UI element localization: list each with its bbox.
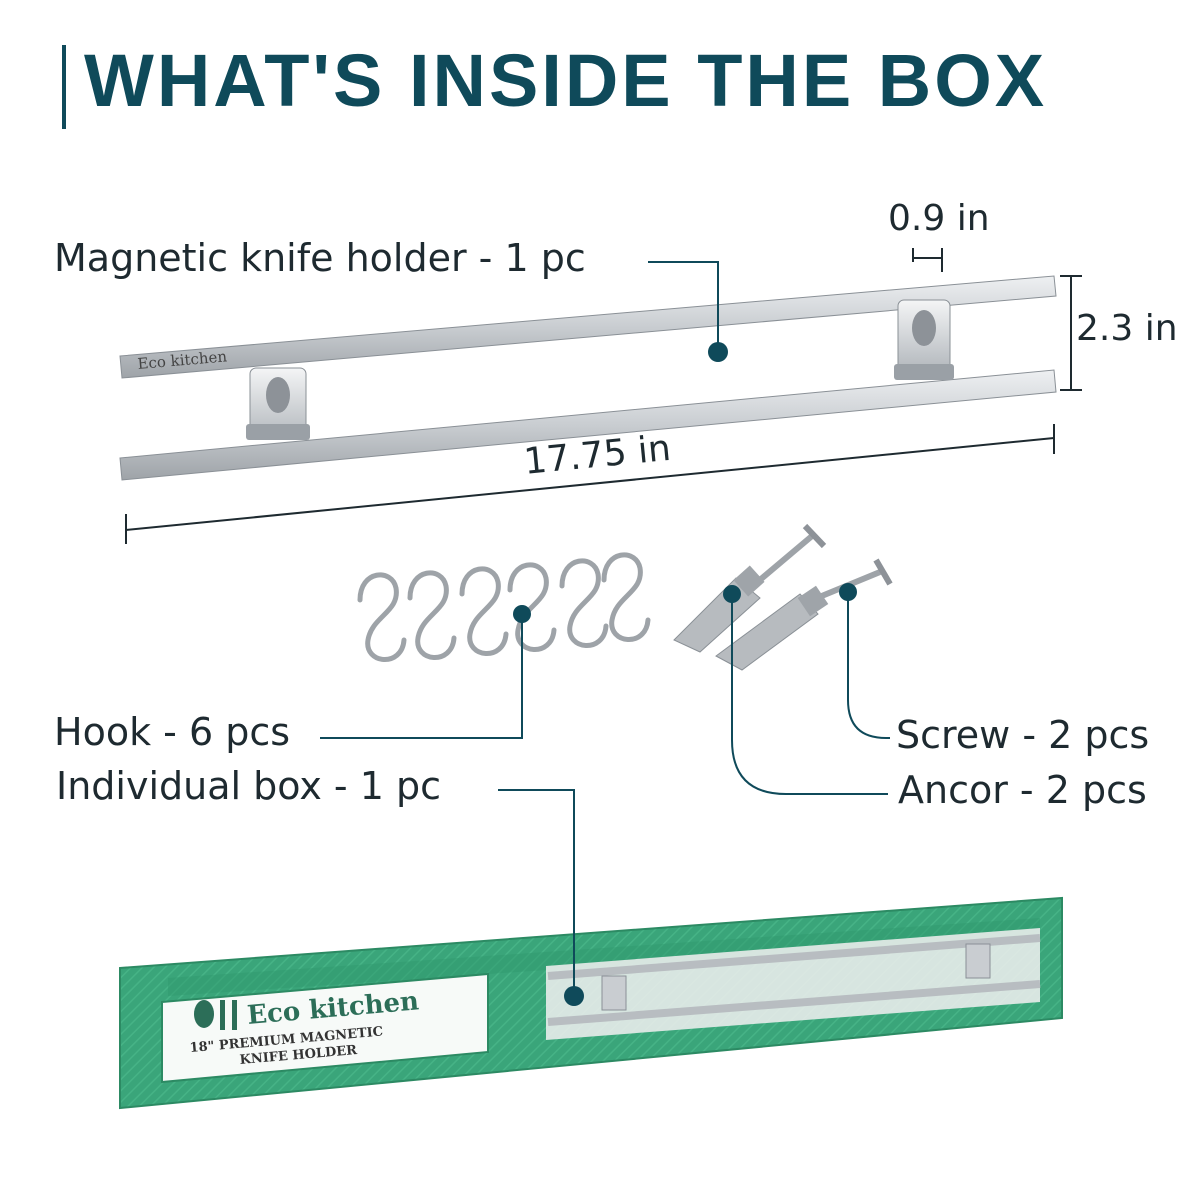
dimension-height-marker bbox=[1060, 275, 1082, 391]
page-title: WHAT'S INSIDE THE BOX bbox=[84, 39, 1048, 122]
label-anchor: Ancor - 2 pcs bbox=[898, 768, 1147, 812]
callout-screw bbox=[839, 583, 890, 739]
callout-hook bbox=[320, 605, 531, 739]
label-depth: 0.9 in bbox=[888, 198, 990, 239]
screw-anchor-set-2 bbox=[715, 558, 893, 671]
mount-bracket-left bbox=[246, 367, 310, 440]
label-screw: Screw - 2 pcs bbox=[896, 713, 1150, 757]
mount-bracket-right bbox=[894, 299, 954, 380]
s-hooks bbox=[357, 552, 651, 662]
individual-box: Eco kitchen 18" PREMIUM MAGNETIC KNIFE H… bbox=[119, 896, 1063, 1110]
dimension-length-marker bbox=[125, 424, 1055, 544]
callout-individual-box bbox=[498, 789, 584, 1006]
title-accent-bar bbox=[62, 45, 66, 129]
box-logo-icon bbox=[194, 1000, 237, 1030]
callout-anchor bbox=[723, 585, 888, 795]
magnetic-knife-holder: Eco kitchen bbox=[119, 275, 1057, 481]
dimension-depth-marker bbox=[912, 248, 943, 272]
label-individual-box: Individual box - 1 pc bbox=[56, 764, 441, 808]
label-knife-holder: Magnetic knife holder - 1 pc bbox=[54, 236, 586, 280]
label-height: 2.3 in bbox=[1076, 308, 1178, 349]
callout-knife-holder bbox=[648, 261, 728, 362]
label-hook: Hook - 6 pcs bbox=[54, 710, 291, 754]
